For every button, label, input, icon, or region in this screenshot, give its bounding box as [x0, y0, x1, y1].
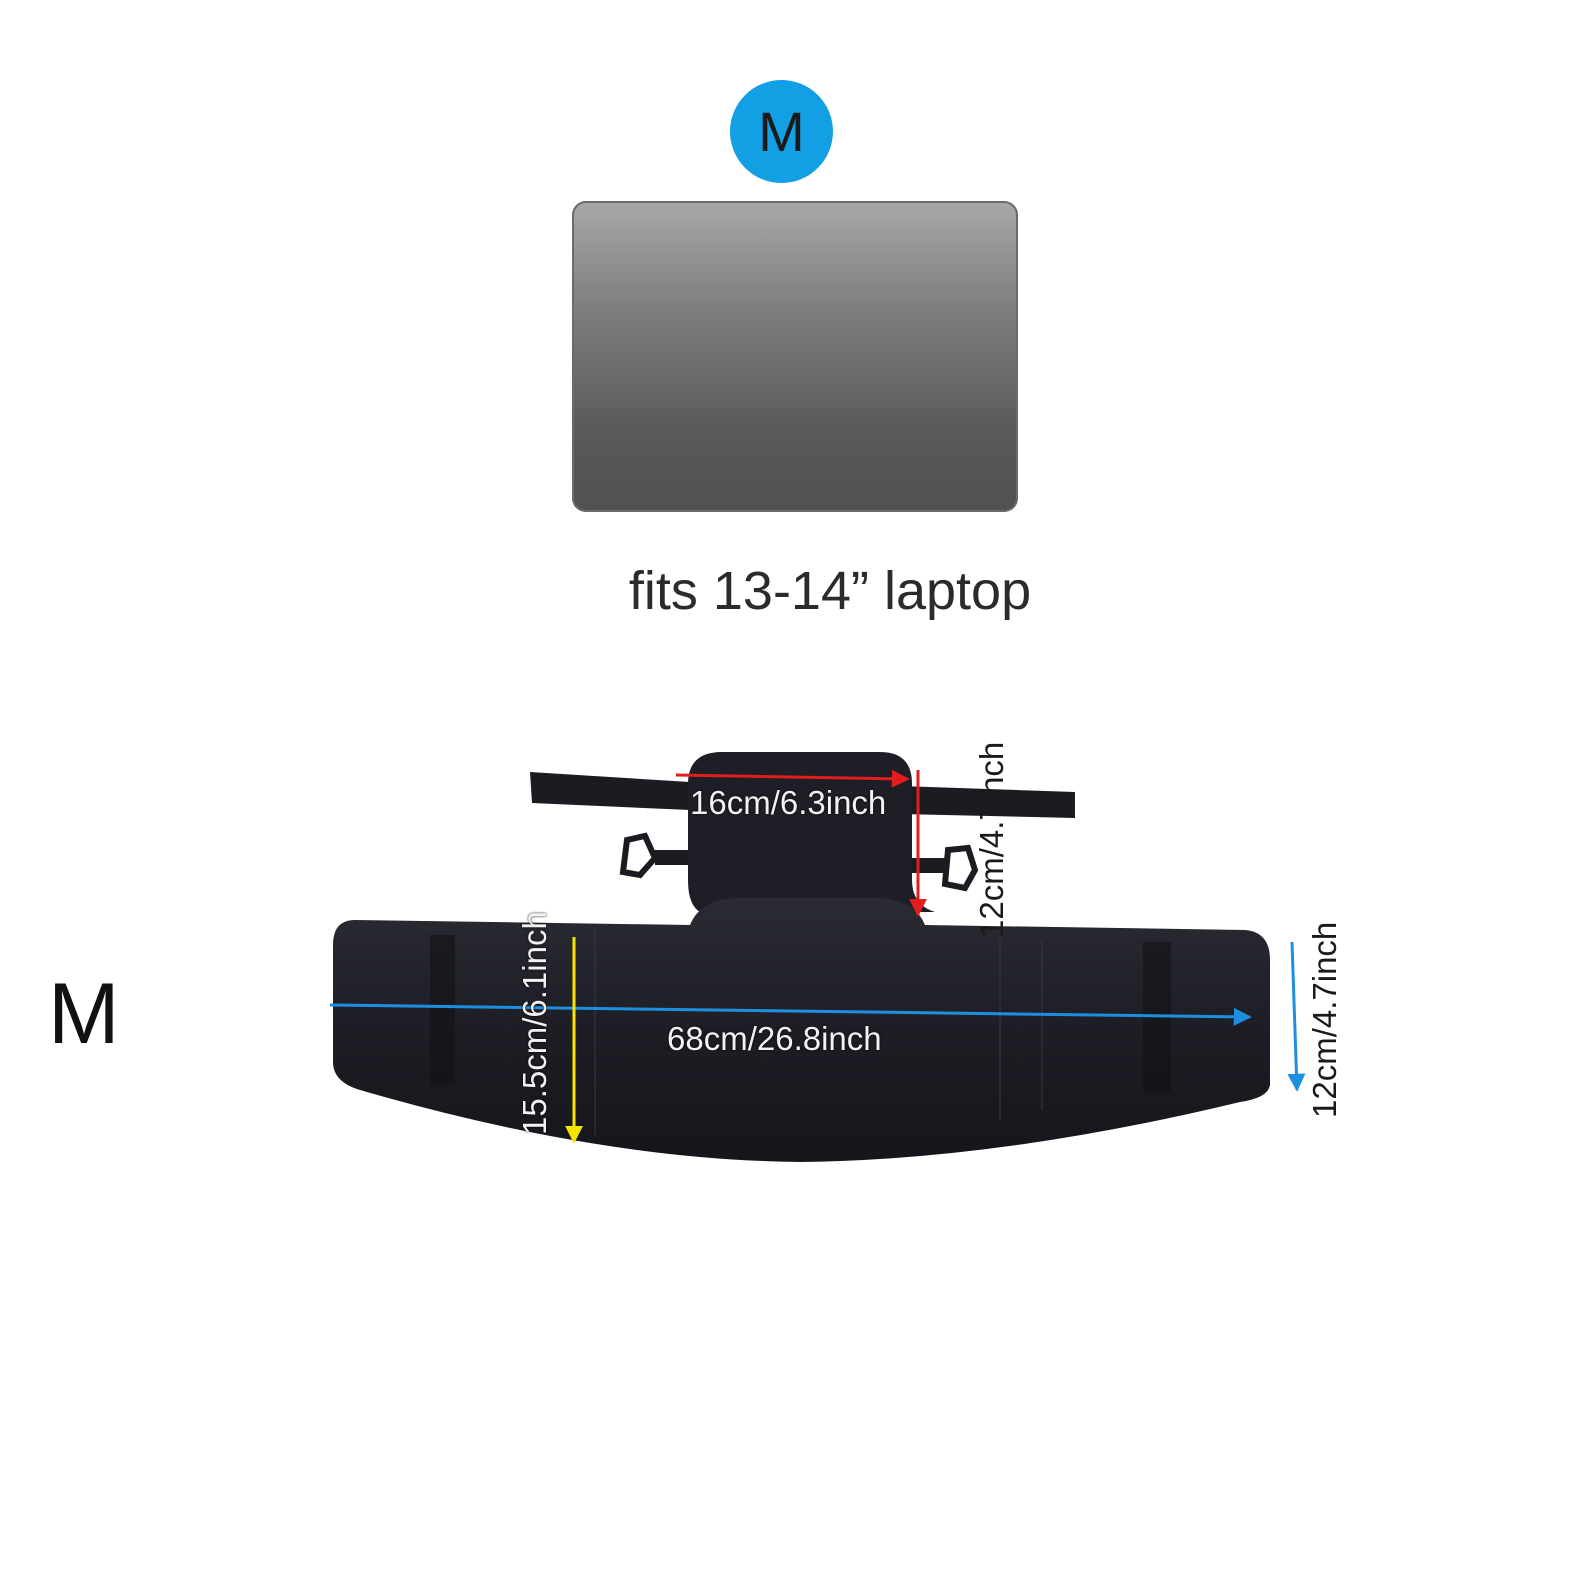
top-width-label: 16cm/6.3inch — [690, 784, 887, 821]
size-label: M — [48, 966, 120, 1062]
size-badge: M — [730, 80, 833, 183]
buckle-right — [912, 844, 979, 892]
end-height-arrow — [1287, 941, 1306, 1092]
top-height-label: 12cm/4.7inch — [973, 741, 1010, 938]
top-width-arrow — [675, 769, 910, 788]
laptop-illustration — [572, 201, 1018, 512]
laptop-fit-caption: fits 13-14” laptop — [628, 561, 1032, 621]
belt-length-arrow — [329, 1003, 1252, 1026]
belt-body — [333, 898, 1270, 1162]
belt-height-label: 15.5cm/6.1inch — [516, 911, 553, 1135]
end-height-label: 12cm/4.7inch — [1306, 921, 1343, 1118]
strap-left — [530, 772, 690, 810]
top-pad — [688, 752, 935, 912]
buckle-left — [619, 832, 690, 879]
belt-length-label: 68cm/26.8inch — [667, 1020, 882, 1057]
strap-right — [900, 786, 1075, 818]
